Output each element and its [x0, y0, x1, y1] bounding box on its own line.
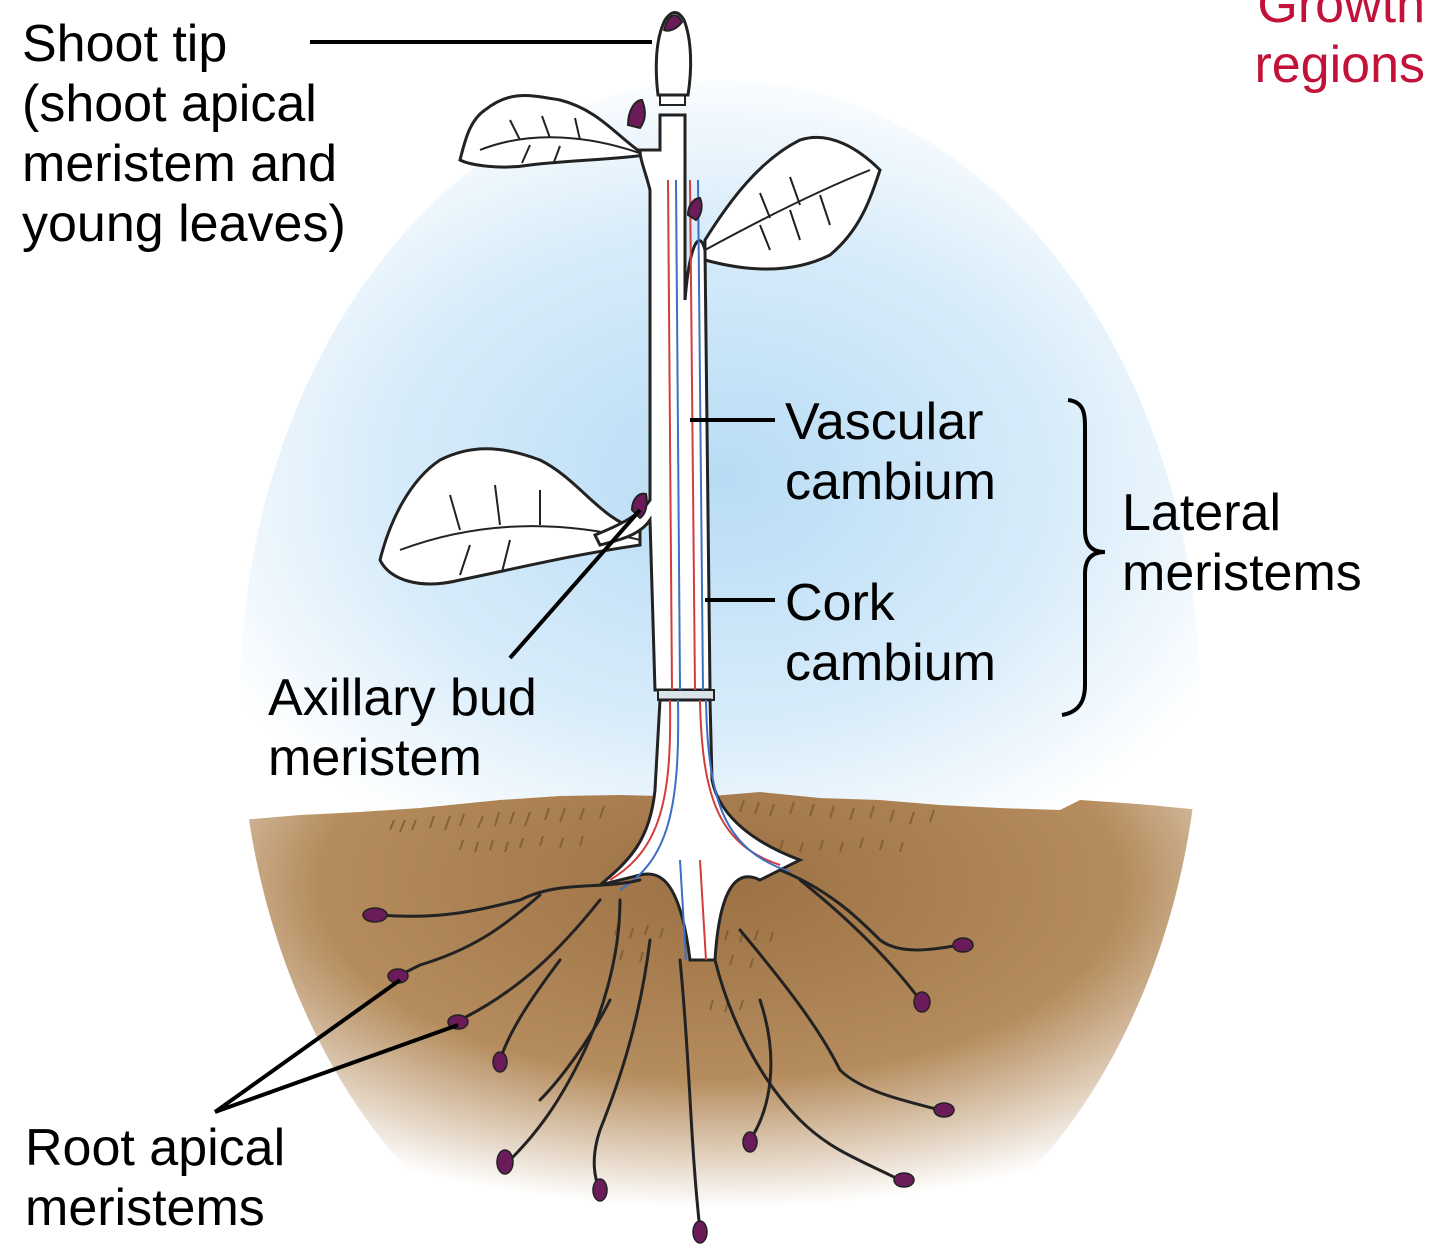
axillary-bud-label: Axillary bud meristem	[268, 668, 537, 788]
vascular-cambium-line-2: cambium	[785, 452, 996, 512]
cork-cambium-line-2: cambium	[785, 633, 996, 693]
shoot-tip-line-1: Shoot tip	[22, 14, 346, 74]
shoot-tip-line-2: (shoot apical	[22, 74, 346, 134]
shoot-tip-label: Shoot tip (shoot apical meristem and you…	[22, 14, 346, 254]
cork-cambium-label: Cork cambium	[785, 573, 996, 693]
lateral-meristems-label: Lateral meristems	[1122, 483, 1362, 603]
shoot-tip-line-4: young leaves)	[22, 194, 346, 254]
lateral-meristems-line-1: Lateral	[1122, 483, 1362, 543]
shoot-tip	[656, 13, 690, 106]
growth-regions-title: Growth regions	[1205, 0, 1425, 95]
root-apical-line-1: Root apical	[25, 1118, 285, 1178]
vascular-cambium-line-1: Vascular	[785, 392, 996, 452]
root-apical-line-2: meristems	[25, 1178, 285, 1238]
vascular-cambium-label: Vascular cambium	[785, 392, 996, 512]
shoot-tip-line-3: meristem and	[22, 134, 346, 194]
lateral-meristems-line-2: meristems	[1122, 543, 1362, 603]
axillary-bud-line-1: Axillary bud	[268, 668, 537, 728]
root-apical-label: Root apical meristems	[25, 1118, 285, 1238]
axillary-bud-line-2: meristem	[268, 728, 537, 788]
cork-cambium-line-1: Cork	[785, 573, 996, 633]
title-line-1: Growth	[1205, 0, 1425, 35]
title-line-2: regions	[1205, 35, 1425, 95]
